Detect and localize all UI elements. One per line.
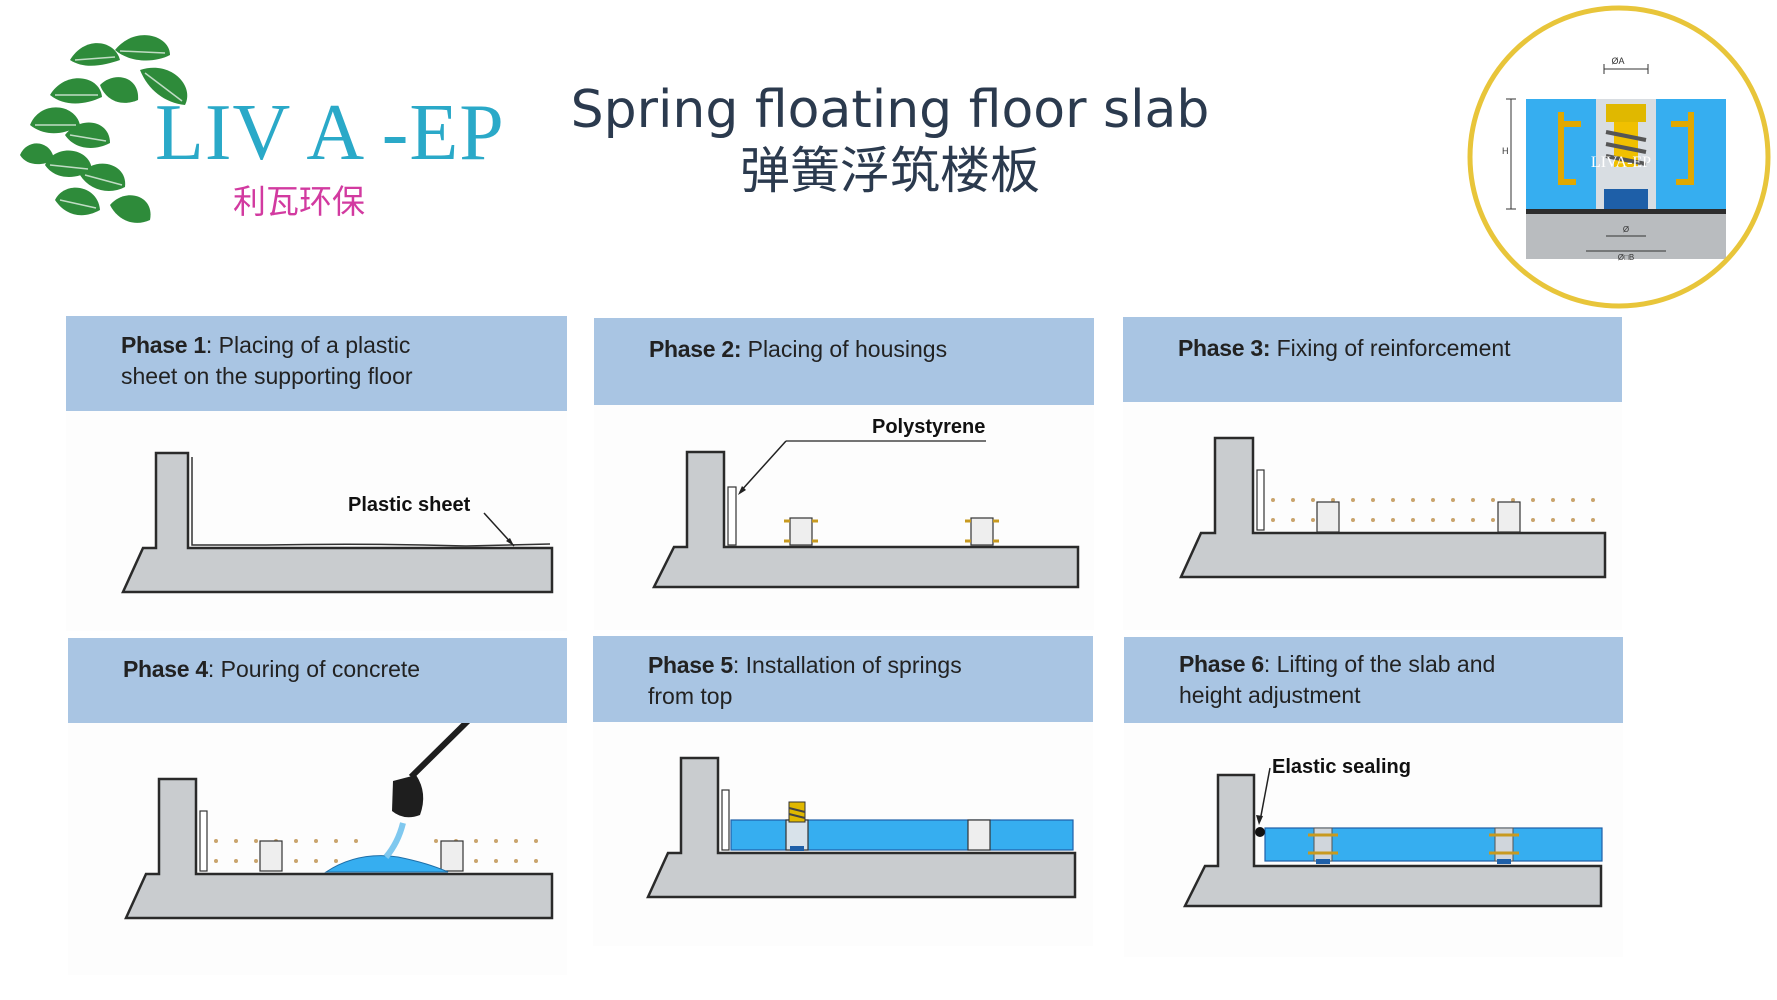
phase-5-title-line2: from top	[648, 683, 733, 709]
pouring-chute-icon	[392, 775, 424, 818]
badge-label-bottom-2: Ø□B	[1618, 253, 1634, 262]
phase-2-title: Placing of housings	[741, 336, 948, 362]
phase-1-panel: Phase 1: Placing of a plastic sheet on t…	[66, 316, 567, 631]
phase-6-label: Phase 6	[1179, 651, 1264, 677]
phase-5-panel: Phase 5: Installation of springs from to…	[593, 636, 1093, 946]
floor-slab	[1182, 773, 1603, 908]
phase-5-title: : Installation of springs	[732, 652, 962, 678]
phase-1-header: Phase 1: Placing of a plastic sheet on t…	[66, 316, 567, 411]
concrete-stream	[383, 822, 406, 859]
title-english: Spring floating floor slab	[570, 80, 1210, 140]
phase-4-drawing	[68, 723, 567, 975]
spring-icon	[788, 801, 806, 851]
phase-6-header: Phase 6: Lifting of the slab and height …	[1124, 637, 1623, 723]
phase-1-title: : Placing of a plastic	[205, 332, 411, 358]
concrete-slab	[730, 819, 1074, 851]
phase-2-panel: Phase 2: Placing of housings Polystyrene	[594, 318, 1094, 630]
floor-slab	[121, 451, 554, 594]
floor-slab	[646, 756, 1077, 899]
company-logo: LIV A -EP 利瓦环保	[10, 15, 504, 235]
housing-2	[967, 819, 991, 851]
phase-4-label: Phase 4	[123, 656, 208, 682]
leaf-cluster-icon	[20, 35, 188, 223]
phase-6-panel: Phase 6: Lifting of the slab and height …	[1124, 637, 1623, 957]
spring-2-icon	[1489, 827, 1519, 864]
callout-polystyrene: Polystyrene	[872, 416, 985, 438]
plastic-sheet	[191, 457, 551, 547]
phase-5-header: Phase 5: Installation of springs from to…	[593, 636, 1093, 722]
polystyrene-strip	[727, 486, 737, 546]
logo-brand-text: LIV A -EP	[155, 89, 505, 177]
callout-elastic-sealing: Elastic sealing	[1272, 756, 1411, 778]
phase-3-header: Phase 3: Fixing of reinforcement	[1123, 317, 1622, 402]
phase-6-title: : Lifting of the slab and	[1263, 651, 1496, 677]
housing-1	[785, 819, 809, 851]
phase-2-drawing: Polystyrene	[594, 405, 1094, 630]
phase-5-drawing	[593, 722, 1093, 946]
callout-plastic-sheet: Plastic sheet	[348, 494, 471, 516]
housing-1	[1316, 501, 1340, 533]
floor-slab	[651, 450, 1080, 589]
phase-1-title-line2: sheet on the supporting floor	[121, 363, 413, 389]
phase-2-header: Phase 2: Placing of housings	[594, 318, 1094, 405]
spring-detail-badge: ØA H Ø Ø□B LIVA-EP	[1466, 4, 1772, 310]
badge-label-top: ØA	[1611, 56, 1624, 66]
phase-2-label: Phase 2:	[649, 336, 742, 362]
spring-1-icon	[1308, 827, 1338, 864]
housing-1	[259, 840, 283, 872]
reinforcement-dots	[1271, 498, 1595, 522]
housing-2	[965, 517, 999, 546]
badge-label-bottom-1: Ø	[1623, 225, 1629, 234]
phase-1-drawing: Plastic sheet	[66, 411, 567, 631]
badge-label-side: H	[1502, 146, 1509, 156]
phase-6-drawing: Elastic sealing	[1124, 723, 1623, 957]
phase-3-panel: Phase 3: Fixing of reinforcement	[1123, 317, 1622, 630]
title-chinese: 弹簧浮筑楼板	[740, 142, 1040, 200]
elastic-seal	[1255, 827, 1265, 837]
phase-5-label: Phase 5	[648, 652, 733, 678]
phase-3-drawing	[1123, 402, 1622, 630]
housing-1	[784, 517, 818, 546]
housing-2	[1497, 501, 1521, 533]
phase-1-label: Phase 1	[121, 332, 206, 358]
floor-slab	[1179, 436, 1607, 579]
housing-2	[440, 840, 464, 872]
logo-chinese-text: 利瓦环保	[233, 182, 365, 221]
phase-6-title-line2: height adjustment	[1179, 682, 1361, 708]
phase-4-header: Phase 4: Pouring of concrete	[68, 638, 567, 723]
phase-4-panel: Phase 4: Pouring of concrete	[68, 638, 567, 975]
phase-3-label: Phase 3:	[1178, 335, 1271, 361]
phase-4-title: : Pouring of concrete	[207, 656, 421, 682]
poured-concrete	[324, 855, 449, 873]
floor-slab	[124, 777, 554, 920]
badge-watermark: LIVA-EP	[1591, 154, 1651, 171]
page-title: Spring floating floor slab 弹簧浮筑楼板	[560, 80, 1220, 202]
phase-3-title: Fixing of reinforcement	[1270, 335, 1511, 361]
